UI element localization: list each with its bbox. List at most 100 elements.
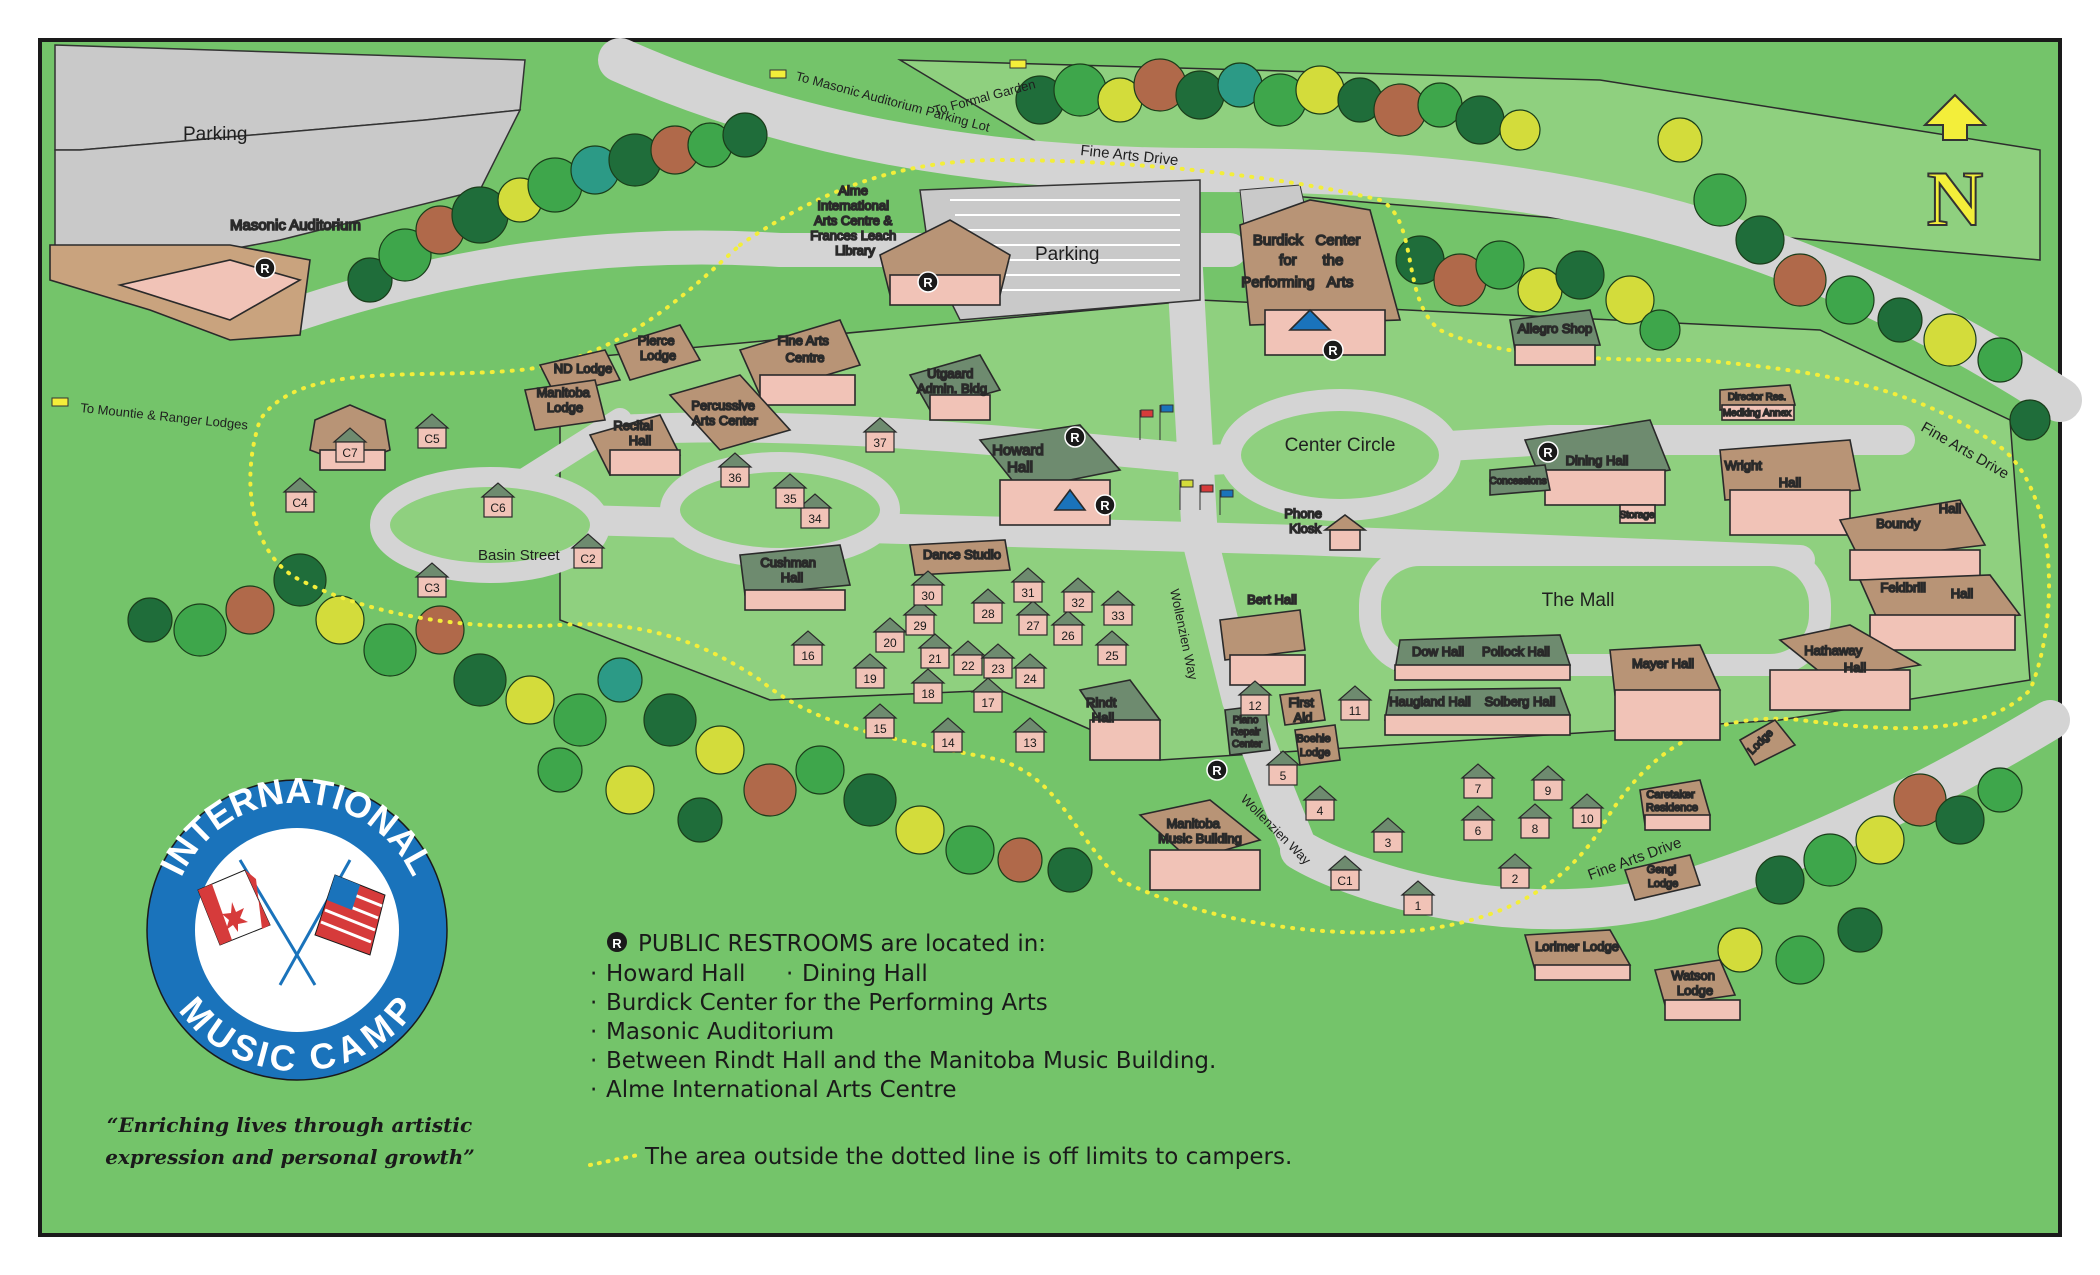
building-pierce-lodge[interactable]: Pierce Lodge	[613, 324, 702, 381]
restroom-marker-alme[interactable]: R	[917, 271, 939, 293]
cabin-20[interactable]: 20	[872, 617, 908, 653]
cabin-12[interactable]: 12	[1237, 680, 1273, 716]
building-feldbrill-hall[interactable]: Feldbrill Hall	[1858, 574, 2022, 651]
restroom-marker-howard-2[interactable]: R	[1094, 494, 1116, 516]
cabin-13[interactable]: 13	[1012, 717, 1048, 753]
cabin-label: 23	[991, 662, 1005, 676]
building-manitoba-lodge[interactable]: Manitoba Lodge	[524, 379, 606, 431]
building-director-res[interactable]: Director Res. Medking Annex	[1719, 384, 1797, 421]
cabin-27[interactable]: 27	[1015, 600, 1051, 636]
cabin-33[interactable]: 33	[1100, 590, 1136, 626]
building-burdick-center[interactable]: Burdick Center for the Performing Arts	[1239, 199, 1402, 356]
building-dining-hall[interactable]: Dining Hall	[1523, 419, 1672, 506]
cabin-21[interactable]: 21	[917, 633, 953, 669]
restroom-marker-howard[interactable]: R	[1064, 426, 1086, 448]
flag-poles	[1139, 404, 1234, 515]
restroom-marker-burdick[interactable]: R	[1322, 339, 1344, 361]
building-nd-lodge[interactable]: ND Lodge	[538, 349, 622, 396]
cabin-14[interactable]: 14	[930, 717, 966, 753]
building-phone-kiosk[interactable]: Phone Kiosk	[1284, 505, 1368, 551]
cabin-5[interactable]: 5	[1265, 750, 1301, 786]
cabin-1[interactable]: 1	[1400, 880, 1436, 916]
cabin-3[interactable]: 3	[1370, 817, 1406, 853]
cabin-19[interactable]: 19	[852, 653, 888, 689]
building-dow-pollock[interactable]: Dow Hall Pollock Hall	[1394, 634, 1572, 681]
cabin-7[interactable]: 7	[1460, 763, 1496, 799]
cabin-label: 25	[1105, 649, 1119, 663]
building-first-aid[interactable]: First Aid	[1279, 689, 1326, 726]
cabin-15[interactable]: 15	[862, 703, 898, 739]
building-lodge-small[interactable]: Lodge	[1738, 718, 1797, 767]
cabin-C2[interactable]: C2	[570, 533, 606, 569]
building-howard-hall[interactable]: Howard Hall	[978, 424, 1122, 526]
building-label-alme-centre: Alme International Arts Centre & Frances…	[810, 183, 900, 258]
cabin-34[interactable]: 34	[797, 493, 833, 529]
cabin-9[interactable]: 9	[1530, 765, 1566, 801]
cabin-label: 2	[1512, 872, 1519, 886]
cabin-label: 28	[981, 607, 995, 621]
cabin-4[interactable]: 4	[1302, 785, 1338, 821]
cabin-label: 4	[1317, 804, 1324, 818]
legend-item-dining-hall: ·Dining Hall	[786, 961, 928, 987]
building-concessions[interactable]: Concessions	[1489, 464, 1551, 496]
cabin-26[interactable]: 26	[1050, 610, 1086, 646]
building-label-pierce-lodge: Pierce Lodge	[638, 333, 678, 363]
building-caretaker[interactable]: Caretaker Residence	[1639, 779, 1712, 831]
building-boundy-hall[interactable]: Boundy Hall	[1838, 499, 1987, 581]
cabin-C1[interactable]: C1	[1327, 855, 1363, 891]
cabin-6[interactable]: 6	[1460, 805, 1496, 841]
cabin-28[interactable]: 28	[970, 588, 1006, 624]
cabin-C4[interactable]: C4	[282, 477, 318, 513]
building-masonic-auditorium[interactable]: Masonic Auditorium	[49, 216, 362, 341]
cabin-23[interactable]: 23	[980, 643, 1016, 679]
building-cushman-hall[interactable]: Cushman Hall	[739, 544, 852, 611]
cabin-29[interactable]: 29	[902, 600, 938, 636]
cabin-22[interactable]: 22	[950, 640, 986, 676]
building-hathaway-hall[interactable]: Hathaway Hall	[1769, 624, 1923, 711]
cabin-37[interactable]: 37	[862, 417, 898, 453]
cabin-32[interactable]: 32	[1060, 577, 1096, 613]
parking-lots	[54, 44, 1311, 321]
cabin-16[interactable]: 16	[790, 630, 826, 666]
building-gengi-lodge[interactable]: Gengi Lodge	[1623, 854, 1702, 901]
building-lorimer-lodge[interactable]: Lorimer Lodge	[1523, 929, 1632, 981]
building-label-concessions: Concessions	[1489, 476, 1546, 487]
cabin-31[interactable]: 31	[1010, 567, 1046, 603]
building-piano-repair[interactable]: Piano Repair Center	[1224, 704, 1271, 756]
building-allegro-shop[interactable]: Allegro Shop	[1509, 309, 1602, 366]
cabin-10[interactable]: 10	[1569, 793, 1605, 829]
cabin-24[interactable]: 24	[1012, 653, 1048, 689]
building-recital-hall[interactable]: Recital Hall	[588, 414, 682, 476]
building-bert-hall[interactable]: Bert Hall	[1219, 591, 1306, 686]
cabin-35[interactable]: 35	[772, 473, 808, 509]
cabin-C5[interactable]: C5	[414, 413, 450, 449]
building-alme-centre[interactable]: Alme International Arts Centre & Frances…	[809, 182, 1011, 306]
cabin-C6[interactable]: C6	[480, 482, 516, 518]
cabin-36[interactable]: 36	[717, 452, 753, 488]
building-utgaard[interactable]: Utgaard Admin. Bldg	[908, 354, 1002, 421]
cabin-8[interactable]: 8	[1517, 803, 1553, 839]
cabin-18[interactable]: 18	[910, 668, 946, 704]
building-mayer-hall[interactable]: Mayer Hall	[1609, 644, 1722, 741]
building-fine-arts-centre[interactable]: Fine Arts Centre	[738, 319, 862, 406]
building-percussive-arts[interactable]: Percussive Arts Center	[668, 374, 792, 451]
building-dance-studio[interactable]: Dance Studio	[909, 539, 1011, 576]
building-wright-hall[interactable]: Wright Hall	[1719, 439, 1861, 536]
building-storage[interactable]: Storage	[1619, 504, 1656, 524]
building-label-wright-hall: Wright Hall	[1725, 458, 1802, 490]
building-haugland-solberg[interactable]: Haugland Hall Solberg Hall	[1384, 687, 1572, 736]
building-rindt-hall[interactable]: Rindt Hall	[1078, 679, 1162, 761]
cabin-17[interactable]: 17	[970, 677, 1006, 713]
restroom-marker-rindt-manitoba[interactable]: R	[1206, 759, 1228, 781]
cabin-C3[interactable]: C3	[414, 562, 450, 598]
cabin-30[interactable]: 30	[910, 570, 946, 606]
cabin-C7[interactable]: C7	[332, 427, 368, 463]
restroom-marker-dining[interactable]: R	[1537, 441, 1559, 463]
building-manitoba-music[interactable]: Manitoba Music Building	[1138, 799, 1262, 891]
cabin-2[interactable]: 2	[1497, 853, 1533, 889]
building-boehle-lodge[interactable]: Boehle Lodge	[1294, 724, 1341, 766]
cabin-11[interactable]: 11	[1337, 685, 1373, 721]
building-watson-lodge[interactable]: Watson Lodge	[1653, 959, 1741, 1021]
cabin-25[interactable]: 25	[1094, 630, 1130, 666]
restroom-marker-masonic[interactable]: R	[254, 257, 276, 279]
